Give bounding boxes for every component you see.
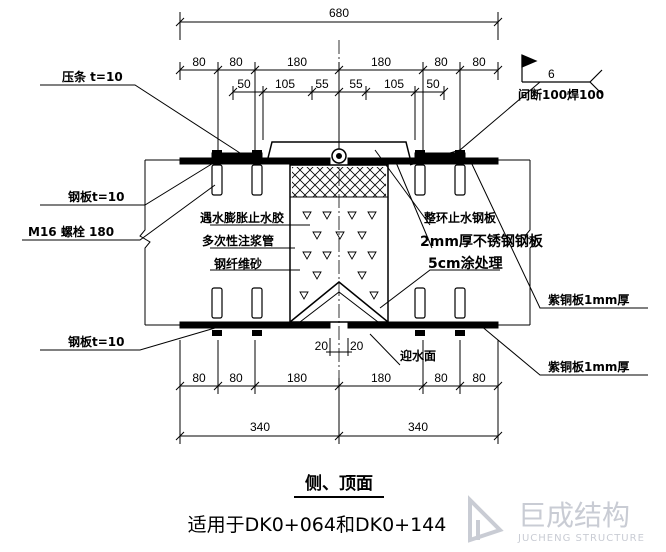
dim-top-2: 80 [229,55,243,69]
watermark: 巨成结构 JUCHENG STRUCTURE [468,495,645,544]
joint-filler [289,164,389,323]
break-lines [139,159,536,326]
dim-second-5: 105 [384,77,404,91]
dim-gap-right: 20 [350,339,364,353]
weld-symbol [521,54,603,95]
dim-bottom-2: 80 [229,371,243,385]
label-water-face: 迎水面 [400,348,436,363]
drawing-title: 侧、顶面 [305,473,373,494]
dim-second-2: 105 [275,77,295,91]
label-plate-t10-left: 钢板t=10 [68,189,125,204]
drawing-subtitle: 适用于DK0+064和DK0+144 [188,514,447,536]
dim-top-3: 180 [287,55,307,69]
label-purple-copper-1: 紫铜板1mm厚 [548,292,629,307]
label-bolt: M16 螺栓 180 [28,224,114,239]
label-stainless: 2mm厚不锈钢钢板 [420,233,544,250]
dim-overall: 680 [329,6,349,20]
label-weld-note: 间断100焊100 [518,87,604,102]
dim-top-6: 80 [472,55,486,69]
leader-lines [22,81,648,376]
dim-half-left: 340 [250,420,270,434]
dim-bottom-4: 180 [371,371,391,385]
dim-bottom-6: 80 [472,371,486,385]
dim-top-4: 180 [371,55,391,69]
label-plate-t10-bottom: 钢板t=10 [68,334,125,349]
label-weld-num: 6 [548,67,555,81]
watermark-logo-icon [468,495,504,543]
watermark-cn: 巨成结构 [518,499,630,532]
dim-half-right: 340 [408,420,428,434]
dim-bottom-3: 180 [287,371,307,385]
watermark-en: JUCHENG STRUCTURE [517,533,645,544]
label-purple-copper-2: 紫铜板1mm厚 [548,359,629,374]
label-waterstop-rubber: 遇水膨胀止水胶 [200,210,284,225]
dim-second-4: 55 [349,77,363,91]
overall-dimension [175,12,503,40]
label-plate-t10-top: 压条 t=10 [62,69,123,84]
bottom-bolts [211,287,466,336]
dim-second-3: 55 [315,77,329,91]
dim-top-5: 80 [434,55,448,69]
dim-gap-left: 20 [315,339,329,353]
label-ring-waterstop: 整环止水钢板 [423,210,497,225]
dim-top-1: 80 [192,55,206,69]
dim-bottom-5: 80 [434,371,448,385]
label-coating: 5cm涂处理 [428,255,503,272]
top-bolts [211,150,466,196]
label-steel-fiber: 钢纤维砂 [214,256,262,271]
dim-second-1: 50 [237,77,251,91]
bottom-dimension-rows [175,338,503,444]
dim-bottom-1: 80 [192,371,206,385]
dim-second-6: 50 [426,77,440,91]
label-grout: 多次性注浆管 [202,233,274,248]
